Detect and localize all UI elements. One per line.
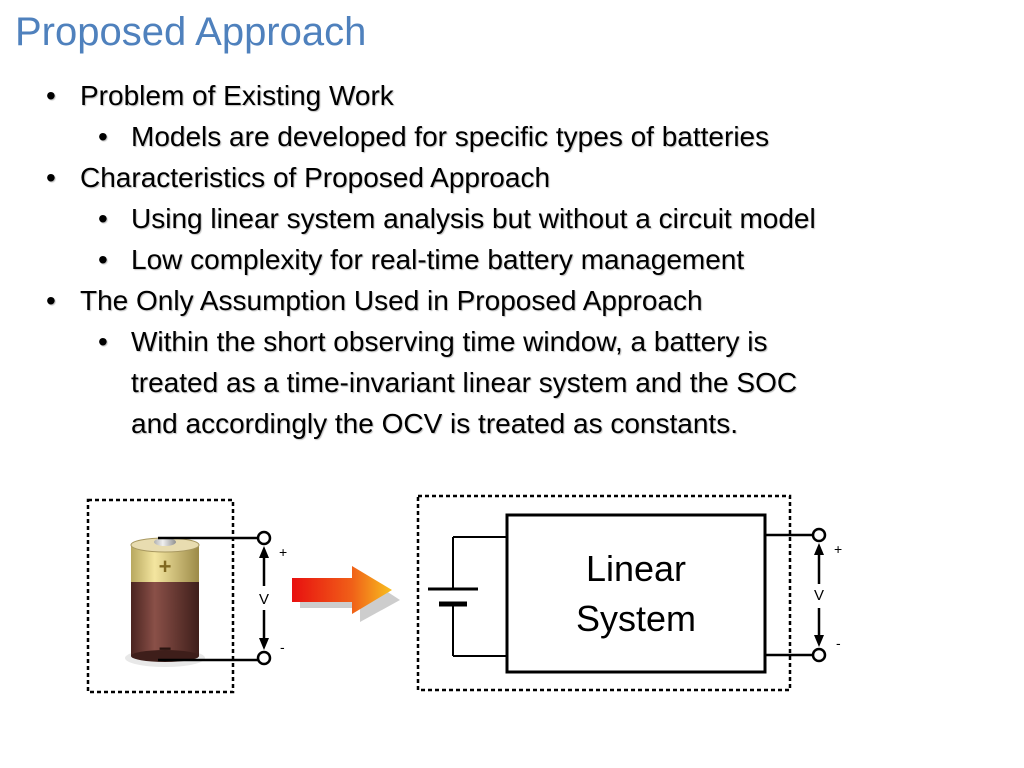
bullet-text: The Only Assumption Used in Proposed App… (80, 285, 703, 316)
right-voltage-label: V (814, 587, 824, 604)
bullet-text: Low complexity for real-time battery man… (131, 244, 745, 275)
right-terminals (765, 527, 827, 663)
left-terminals (158, 530, 272, 666)
bullet-glyph: • (98, 203, 108, 234)
voltage-source-symbol (428, 536, 507, 657)
paragraph-line: Within the short observing time window, … (131, 326, 768, 357)
paragraph-line: and accordingly the OCV is treated as co… (131, 408, 738, 439)
right-plus-label: + (834, 541, 842, 557)
box-label-line1: Linear (586, 548, 686, 589)
linear-system-box (505, 513, 767, 674)
paragraph-line: treated as a time-invariant linear syste… (131, 367, 798, 398)
bullet-glyph: • (98, 326, 108, 357)
bullet-glyph: • (46, 80, 56, 111)
box-label-line2: System (576, 598, 696, 639)
bullet-text: Using linear system analysis but without… (131, 203, 816, 234)
left-plus-label: + (279, 544, 287, 560)
bullet-glyph: • (98, 121, 108, 152)
battery-plus-label: + (159, 554, 172, 579)
bullet-text: Models are developed for specific types … (131, 121, 770, 152)
page-title: Proposed Approach (15, 10, 367, 54)
assumption-paragraph: Within the short observing time window, … (131, 321, 797, 444)
left-minus-label: - (280, 639, 285, 655)
right-arrow-icon (292, 566, 400, 622)
bullet-text: Characteristics of Proposed Approach (80, 162, 551, 193)
battery-icon: + − (125, 537, 205, 667)
bullet-glyph: • (98, 244, 108, 275)
left-voltage-label: V (259, 591, 269, 608)
system-dashed-box (416, 494, 792, 692)
battery-minus-label: − (159, 636, 172, 661)
battery-dashed-box (86, 498, 235, 694)
bullet-glyph: • (46, 285, 56, 316)
bullet-glyph: • (46, 162, 56, 193)
bullet-text: Problem of Existing Work (80, 80, 394, 111)
right-minus-label: - (836, 635, 841, 651)
